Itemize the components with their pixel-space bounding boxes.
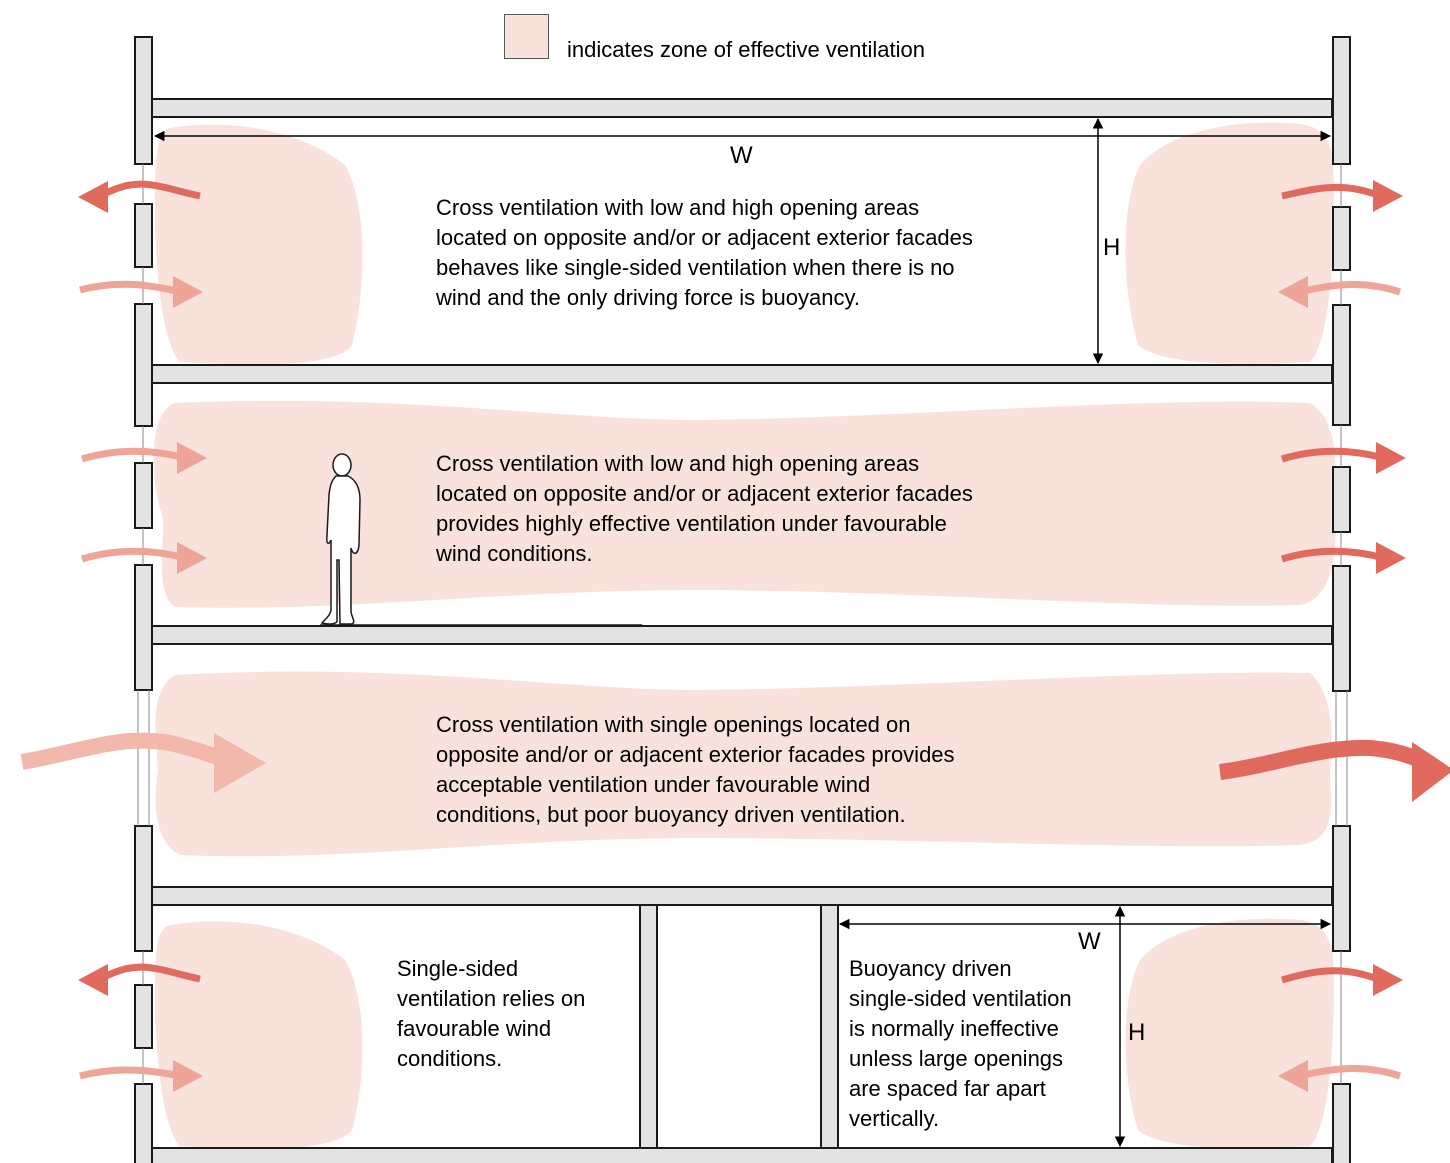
inflow-arrow-head [177, 542, 207, 574]
slab-2 [151, 625, 1333, 645]
airflow-arrows-floor1 [78, 180, 1403, 308]
inflow-arrow [1299, 1065, 1402, 1080]
outflow-arrow-head [78, 964, 108, 996]
outflow-arrow [1281, 967, 1382, 984]
dimension-lines [153, 117, 1332, 1148]
floor2-description: Cross ventilation with low and high open… [436, 451, 973, 566]
airflow-arrows-floor4 [78, 963, 1403, 1092]
airflow-arrows-floor2 [80, 442, 1406, 574]
building-structure [134, 36, 1351, 1163]
floor1-description: Cross ventilation with low and high open… [436, 195, 973, 310]
inflow-arrow-head [177, 442, 207, 474]
inflow-arrow-head [173, 1060, 203, 1092]
partition-right [820, 904, 839, 1149]
inflow-arrow [79, 280, 181, 296]
height-label-floor1: H [1103, 234, 1121, 261]
outflow-arrow [1281, 183, 1382, 200]
zone-floor2 [153, 400, 1336, 608]
inflow-arrow-head [1278, 276, 1308, 308]
outflow-arrow-head [1376, 542, 1406, 574]
floor3-description: Cross ventilation with single openings l… [436, 712, 955, 827]
roof-slab [151, 98, 1333, 118]
inflow-arrow-head [1278, 1060, 1308, 1092]
zone-floor1-left [154, 124, 363, 365]
zone-floor1-right [1125, 122, 1334, 364]
outflow-arrow [1219, 739, 1423, 780]
outflow-arrow-head [1373, 964, 1403, 996]
legend-swatch [504, 14, 549, 59]
inflow-arrow [80, 547, 186, 563]
outflow-arrow [1280, 447, 1385, 463]
inflow-arrow-head [173, 276, 203, 308]
inflow-arrow-head [214, 733, 266, 793]
outflow-arrow-head [1412, 742, 1450, 802]
width-label-floor1: W [730, 142, 753, 169]
zone-floor4-left [154, 921, 363, 1149]
inflow-arrow [80, 447, 186, 463]
inflow-arrow [79, 1066, 181, 1080]
airflow-arrows-floor3 [20, 732, 1450, 802]
width-label-floor4: W [1078, 928, 1101, 955]
slab-3 [151, 886, 1333, 906]
outflow-arrow-head [78, 181, 108, 213]
floor4-right-description: Buoyancy driven single-sided ventilation… [849, 956, 1072, 1131]
inflow-arrow [20, 732, 233, 770]
slab-1 [151, 364, 1333, 384]
ground-slab [151, 1147, 1333, 1163]
outflow-arrow-head [1373, 180, 1403, 212]
outflow-arrow [1280, 547, 1385, 563]
outflow-arrow-head [1376, 442, 1406, 474]
person-silhouette-icon [320, 453, 361, 625]
zone-floor4-right [1125, 918, 1334, 1149]
floor4-left-description: Single-sided ventilation relies on favou… [397, 956, 586, 1071]
partition-left [639, 904, 658, 1149]
height-label-floor4: H [1128, 1019, 1146, 1046]
zone-floor3 [155, 671, 1332, 857]
legend-label: indicates zone of effective ventilation [567, 37, 925, 62]
inflow-arrow [1299, 281, 1402, 296]
